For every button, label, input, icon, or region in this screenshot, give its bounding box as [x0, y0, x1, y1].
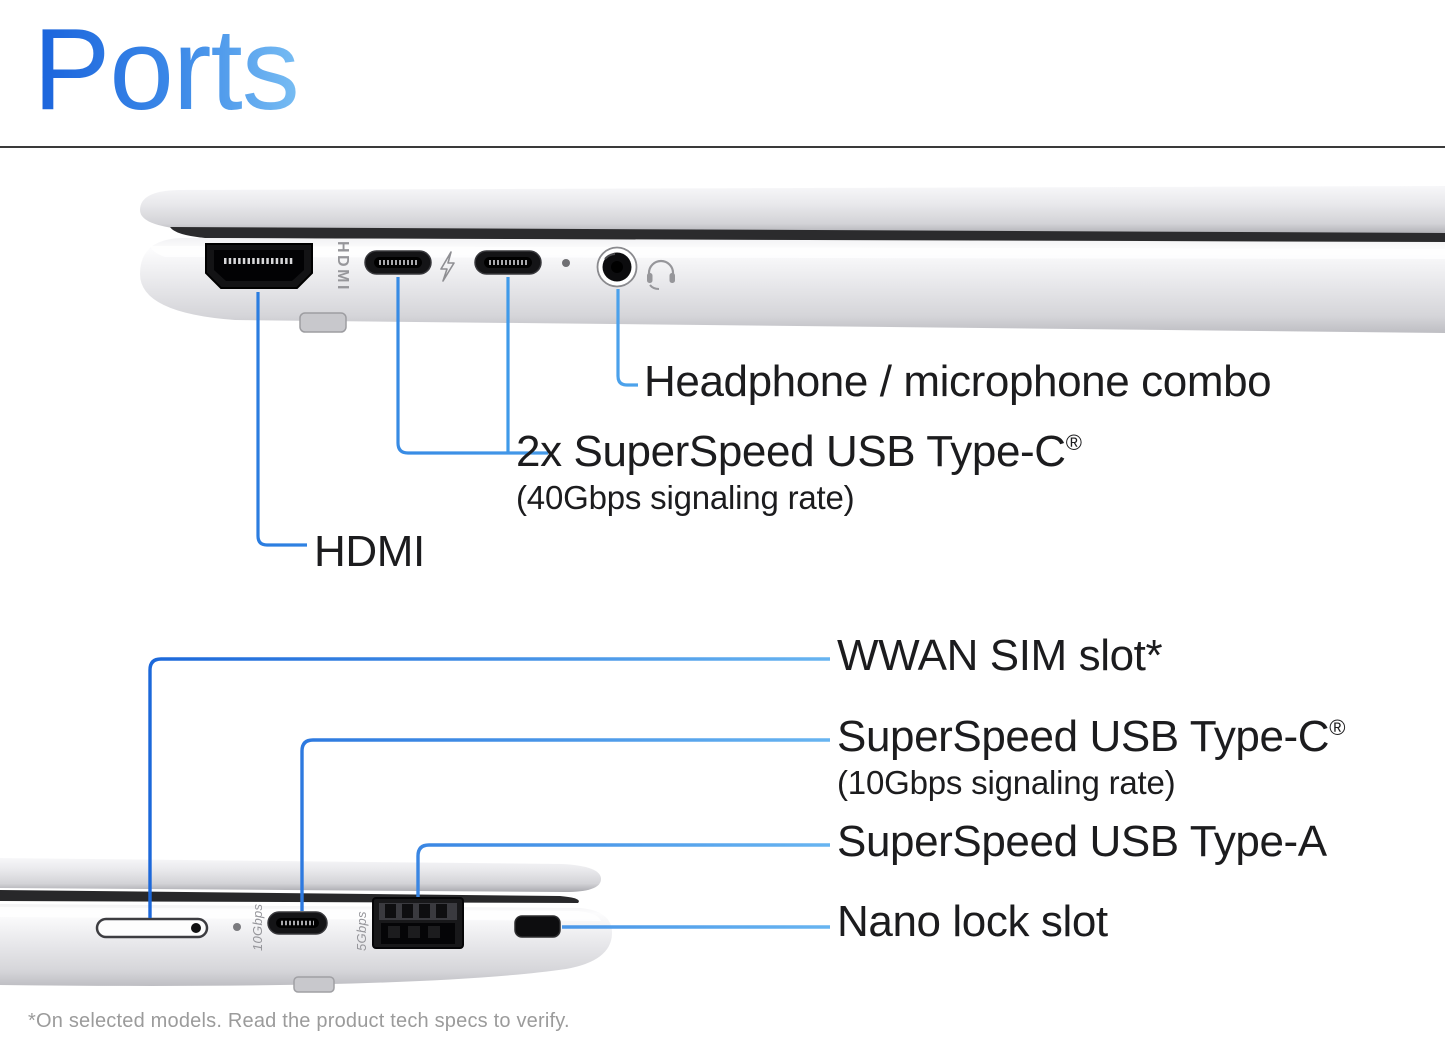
label-usb-c-top-sublabel: (40Gbps signaling rate)	[516, 478, 855, 516]
label-usb-a: SuperSpeed USB Type-A	[837, 818, 1327, 866]
registered-mark: ®	[1329, 715, 1346, 740]
usb-a-port	[372, 897, 464, 949]
label-wwan-sim-text: WWAN SIM slot*	[837, 631, 1163, 680]
usb-c-speed-engraving: 10Gbps	[250, 903, 265, 951]
nano-lock-slot	[514, 915, 561, 938]
label-usb-c-bottom-text: SuperSpeed USB Type-C	[837, 712, 1330, 761]
label-usb-c-bottom: SuperSpeed USB Type-C® (10Gbps signaling…	[837, 713, 1345, 800]
headset-icon	[647, 259, 675, 290]
rubber-foot	[299, 312, 347, 333]
label-wwan-sim: WWAN SIM slot*	[837, 631, 1163, 680]
usb-c-port	[267, 911, 328, 935]
laptop-lid	[140, 186, 1445, 236]
registered-mark: ®	[1065, 430, 1082, 455]
label-headphone-combo: Headphone / microphone combo	[644, 357, 1272, 406]
laptop-base-highlight	[150, 246, 1445, 259]
label-usb-c-top-text: 2x SuperSpeed USB Type-C	[516, 427, 1066, 476]
usb-a-speed-engraving: 5Gbps	[354, 911, 369, 951]
headphone-jack-port	[596, 246, 638, 288]
rubber-foot	[293, 976, 335, 993]
laptop-base	[140, 238, 1445, 333]
callout-line-usb-c	[300, 738, 830, 911]
label-headphone-combo-text: Headphone / microphone combo	[644, 357, 1272, 406]
hdmi-engraving: HDMI	[334, 241, 351, 292]
label-hdmi: HDMI	[314, 528, 425, 576]
left-side-view-photo: HDMI	[140, 186, 1445, 333]
divider-rule	[0, 146, 1445, 148]
label-nano-lock: Nano lock slot	[837, 898, 1108, 946]
label-usb-c-bottom-sublabel: (10Gbps signaling rate)	[837, 763, 1176, 801]
right-side-view-photo: 10Gbps 5Gbps	[0, 858, 613, 993]
wwan-sim-slot	[95, 917, 209, 939]
callout-line-hdmi	[256, 292, 307, 547]
footnote: *On selected models. Read the product te…	[28, 1010, 570, 1032]
hdmi-port	[205, 243, 313, 289]
label-usb-c-bottom-line: SuperSpeed USB Type-C®	[837, 713, 1345, 761]
callout-line-usb-c-left	[396, 277, 548, 455]
label-usb-c-top: 2x SuperSpeed USB Type-C® (40Gbps signal…	[516, 428, 1082, 515]
thunderbolt-icon	[440, 251, 455, 282]
label-nano-lock-text: Nano lock slot	[837, 897, 1108, 946]
status-led	[233, 923, 241, 931]
callout-lines-bottom	[148, 657, 830, 929]
label-hdmi-text: HDMI	[314, 527, 425, 576]
callout-line-usb-a	[416, 843, 830, 897]
usb-c-port-1	[364, 250, 432, 275]
usb-c-port-2	[474, 250, 542, 275]
page-title: Ports	[33, 4, 300, 134]
label-usb-c-top-line: 2x SuperSpeed USB Type-C®	[516, 428, 1082, 476]
status-led	[562, 259, 570, 267]
label-usb-a-text: SuperSpeed USB Type-A	[837, 817, 1327, 866]
callout-line-wwan-sim	[148, 657, 830, 918]
callout-line-headphone	[616, 289, 638, 387]
callout-lines-top	[256, 277, 638, 547]
laptop-hinge-gap	[0, 890, 579, 903]
